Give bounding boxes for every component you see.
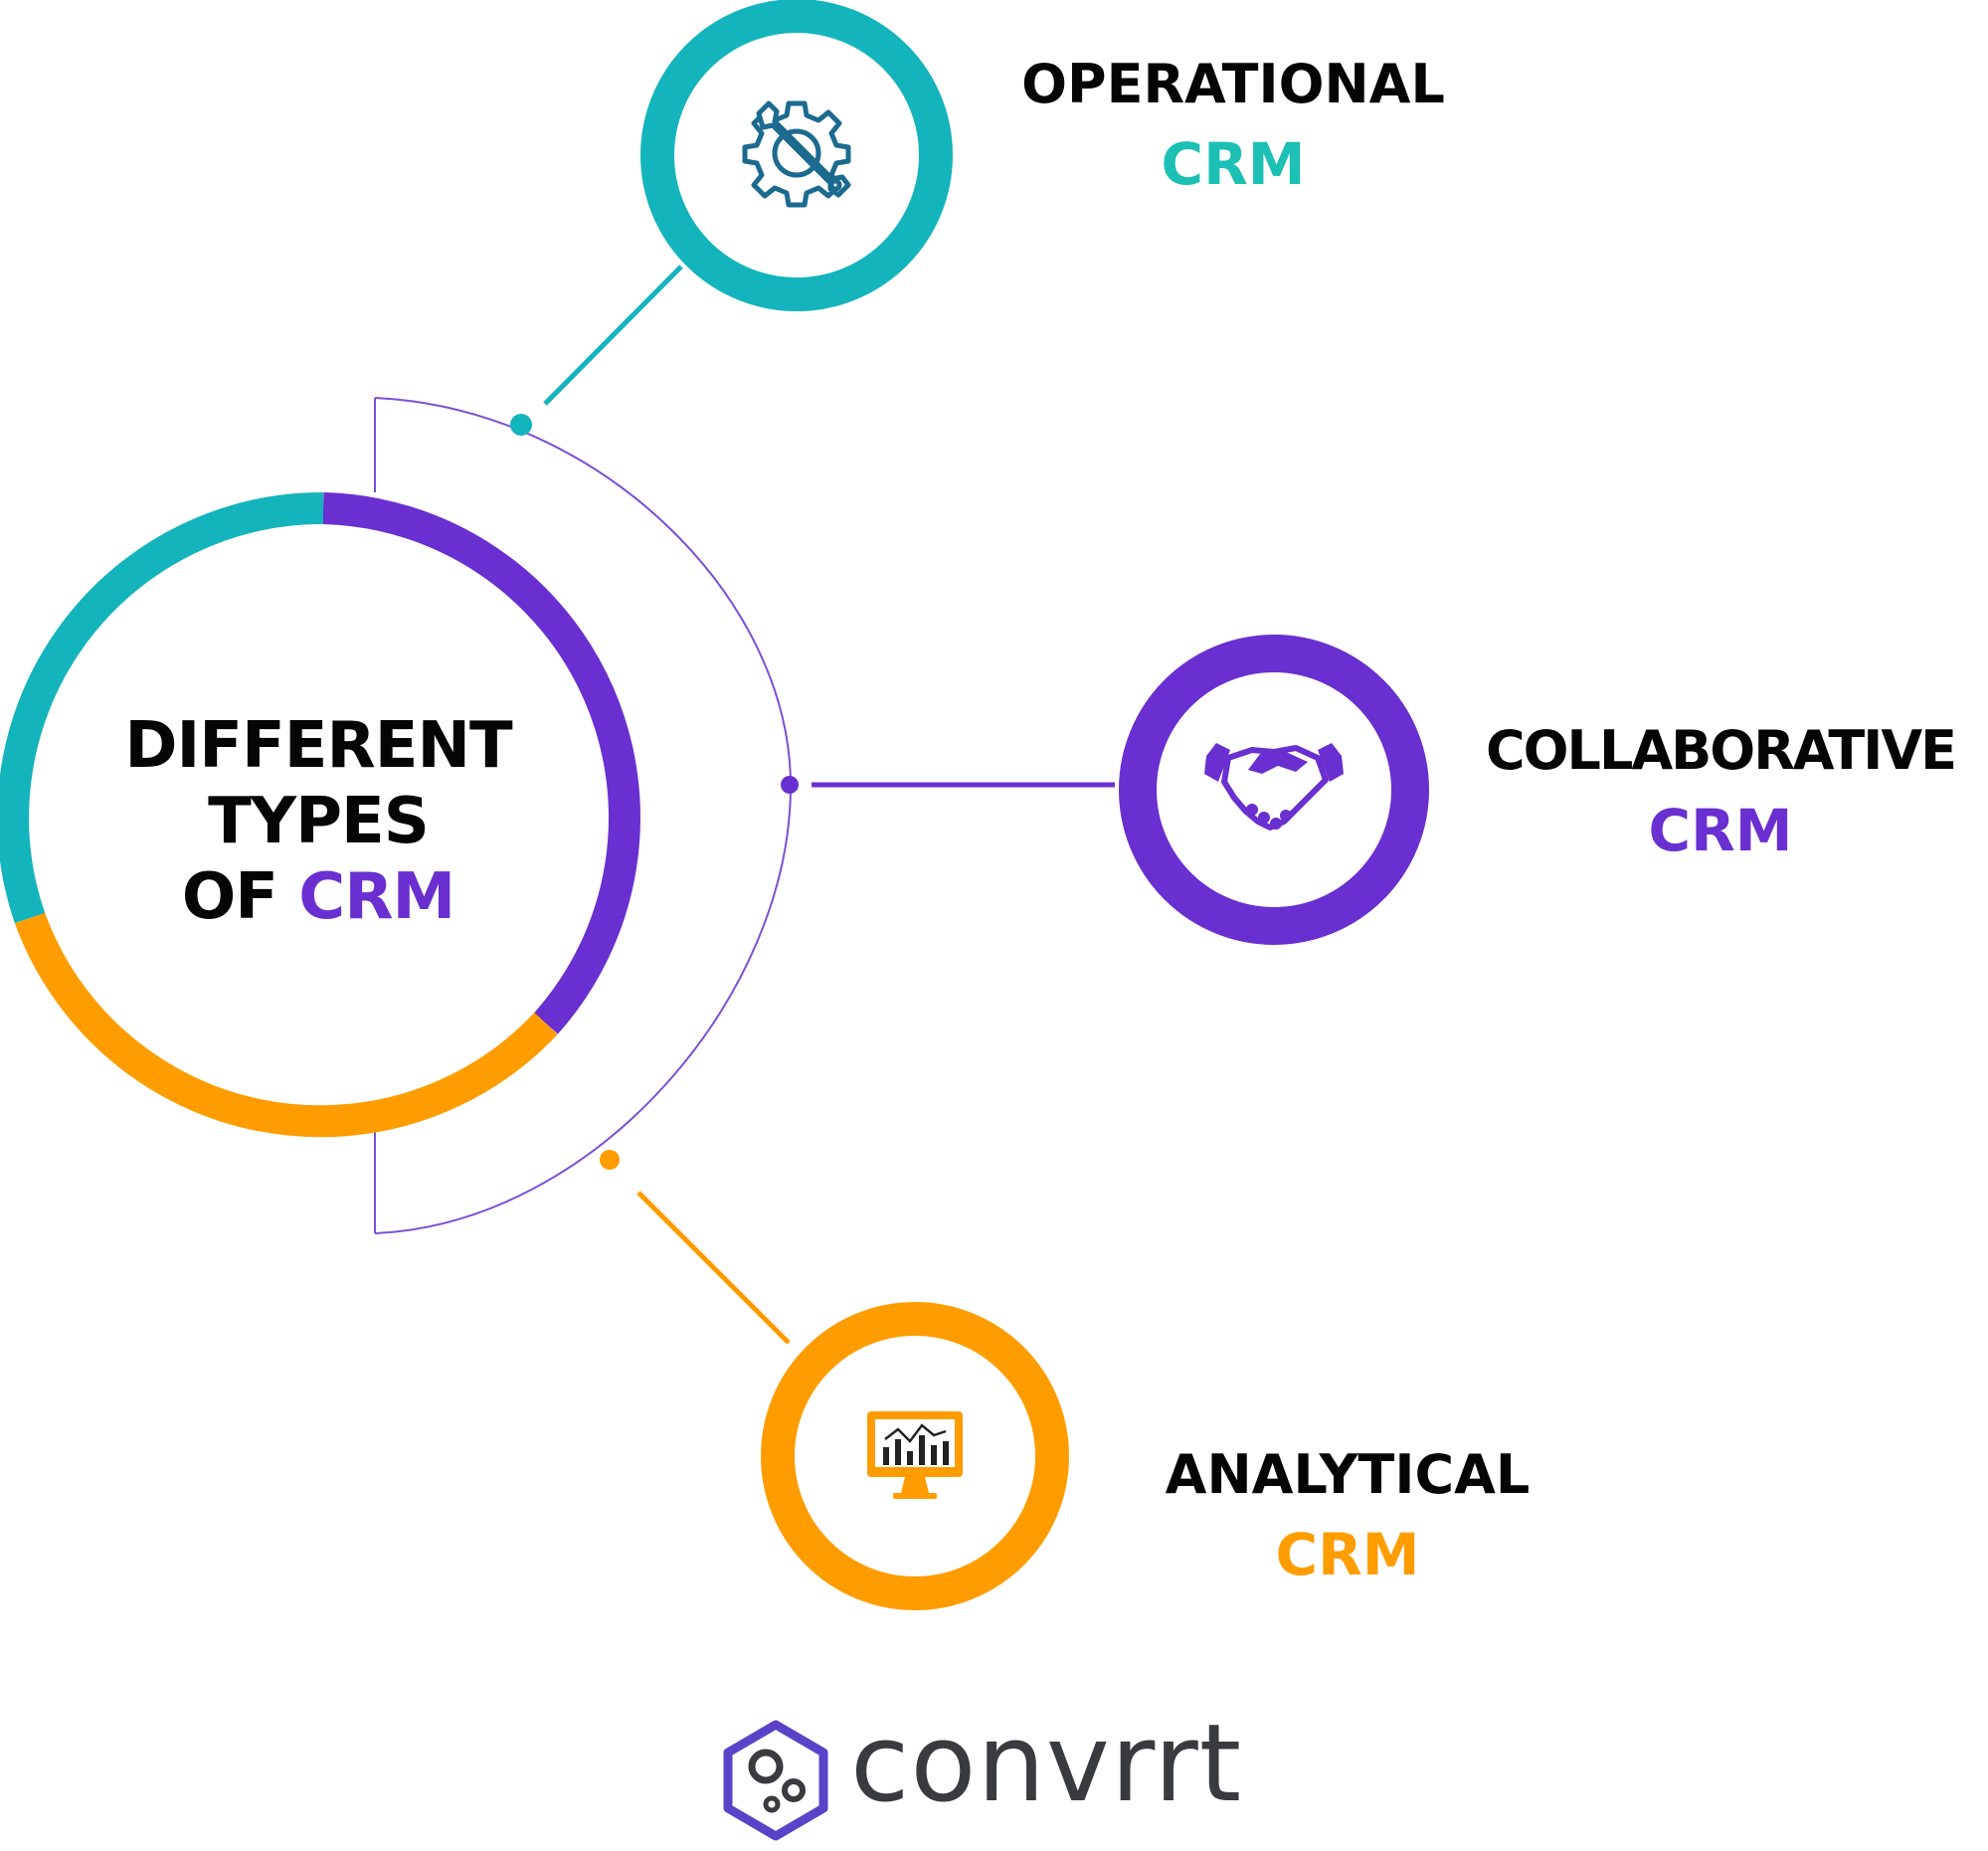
handshake-icon	[1204, 743, 1344, 831]
node-title-analytical: ANALYTICAL	[1165, 1443, 1531, 1506]
connector-line-operational	[543, 265, 683, 406]
monitor-chart-icon	[867, 1411, 963, 1499]
node-label-analytical: ANALYTICAL CRM	[1134, 1443, 1561, 1588]
node-title-operational: OPERATIONAL	[1021, 53, 1445, 115]
node-ring-collaborative	[1119, 635, 1429, 945]
center-heading-line2: TYPES	[208, 785, 430, 858]
connector-line-analytical	[636, 1191, 791, 1345]
node-subtitle-collaborative: CRM	[1648, 797, 1793, 864]
hexagon-logo-icon	[723, 1720, 828, 1841]
center-heading: DIFFERENT TYPES OF CRM	[80, 708, 557, 935]
node-subtitle-analytical: CRM	[1275, 1521, 1420, 1588]
node-subtitle-operational: CRM	[1161, 130, 1306, 198]
connector-dot-analytical	[600, 1150, 620, 1170]
node-title-collaborative: COLLABORATIVE	[1486, 719, 1957, 782]
brand-wordmark: convrrt	[850, 1702, 1243, 1826]
center-ring-orange-segment	[14, 912, 558, 1138]
center-ring-teal-segment	[0, 491, 324, 924]
center-ring	[0, 491, 640, 1138]
center-heading-line3: OF CRM	[80, 859, 557, 935]
center-heading-accent: CRM	[298, 860, 455, 934]
node-ring-operational	[640, 0, 953, 311]
gear-wrench-icon	[742, 100, 851, 208]
node-label-collaborative: COLLABORATIVE CRM	[1454, 719, 1987, 864]
center-heading-prefix: OF	[181, 860, 278, 934]
node-label-operational: OPERATIONAL CRM	[994, 53, 1472, 198]
center-heading-line1: DIFFERENT	[124, 709, 512, 783]
center-ring-purple-segment	[322, 492, 640, 1034]
connector-dot-operational	[510, 414, 532, 436]
connector-dot-collaborative	[781, 776, 799, 794]
